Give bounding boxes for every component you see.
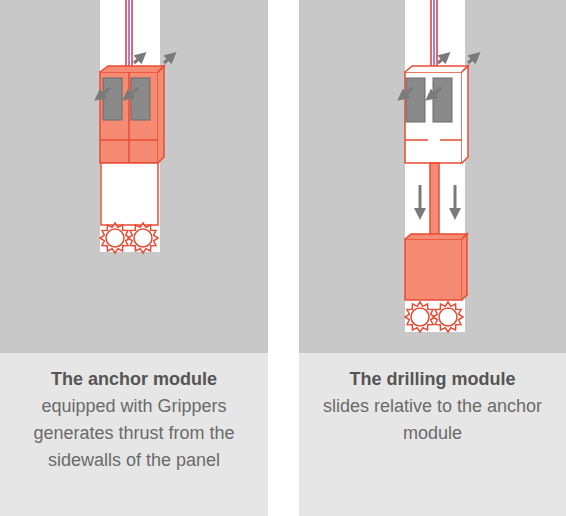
thrust-arrow [99, 56, 172, 97]
slide-arrow [420, 185, 455, 214]
thrust-arrow [402, 56, 476, 97]
cutter-wheel [405, 302, 463, 332]
cutter-wheel [411, 308, 429, 326]
anchor-module [405, 66, 468, 163]
caption-heading: The anchor module [8, 366, 260, 393]
trench [100, 0, 160, 252]
cutter-wheel [100, 223, 158, 253]
slide-rod [430, 163, 439, 239]
cutter-wheel [433, 302, 463, 332]
anchor-module [100, 66, 164, 225]
ground-panel [299, 0, 566, 353]
cable [431, 0, 437, 72]
trench [405, 0, 465, 332]
ground-panel [0, 0, 268, 353]
caption-text: slides relative to the anchor module [307, 393, 558, 447]
caption-text: equipped with Grippers generates thrust … [8, 393, 260, 474]
gripper [406, 78, 452, 122]
cutter-wheel [106, 229, 124, 247]
cutter-wheel [100, 223, 130, 253]
drilling-module [405, 234, 467, 300]
caption-band: The drilling moduleslides relative to th… [299, 353, 566, 516]
cable [126, 0, 132, 72]
caption-band: The anchor moduleequipped with Grippers … [0, 353, 268, 516]
caption-heading: The drilling module [307, 366, 558, 393]
gripper [103, 78, 150, 120]
cutter-wheel [134, 229, 152, 247]
cutter-wheel [439, 308, 457, 326]
cutter-wheel [405, 302, 435, 332]
cutter-wheel [128, 223, 158, 253]
